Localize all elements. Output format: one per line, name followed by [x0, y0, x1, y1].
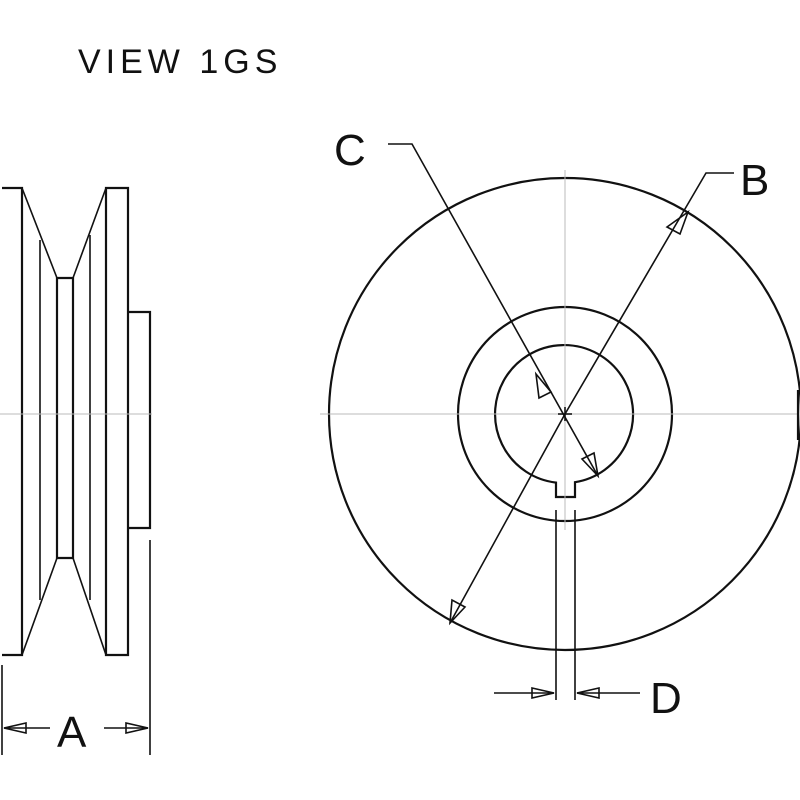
dim-d-arrow-left: [531, 686, 555, 700]
label-a: A: [57, 708, 87, 757]
label-c: C: [334, 126, 366, 175]
dim-c-arrow-lower: [580, 451, 600, 479]
groove-right-bottom-wall: [72, 557, 107, 656]
left-flange-outline: [2, 186, 24, 657]
groove-left-bottom-wall: [21, 557, 58, 656]
groove-hub-outline: [55, 276, 75, 560]
hub-extension-outline: [128, 310, 152, 530]
dim-a-arrow-left: [3, 721, 27, 735]
bore-with-keyway: [494, 343, 635, 499]
right-flange-outline: [104, 186, 130, 657]
side-view: A: [0, 186, 152, 757]
groove-right-top-wall: [72, 187, 107, 279]
view-title: VIEW 1GS: [78, 43, 282, 81]
dim-a-arrow-right: [125, 721, 149, 735]
dim-b-arrow-lower: [449, 598, 467, 626]
dim-b-leader: [449, 172, 734, 624]
label-d: D: [650, 674, 682, 723]
dim-c-leader: [388, 143, 599, 477]
label-b: B: [740, 156, 769, 205]
dim-b-arrow-upper: [665, 209, 690, 236]
dim-d-arrow-right: [576, 686, 600, 700]
groove-left-top-wall: [21, 187, 58, 279]
dim-c-arrow-upper: [534, 371, 553, 400]
front-view: B C D: [320, 126, 800, 723]
